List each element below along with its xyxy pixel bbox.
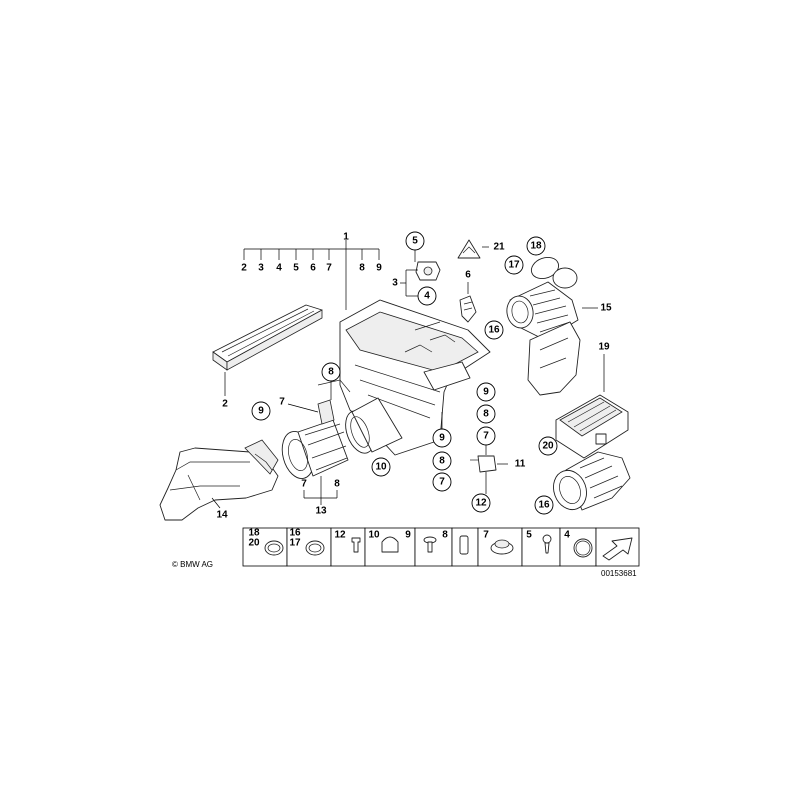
callout-16-upper-circle xyxy=(484,320,504,340)
callout-9-left: 9 xyxy=(258,406,264,417)
diagram-number: 00153681 xyxy=(601,569,637,578)
temperature-sensor xyxy=(415,261,441,281)
rubber-cap-icon xyxy=(381,536,399,553)
push-rivet-icon xyxy=(351,537,361,553)
callout-17: 17 xyxy=(508,260,520,271)
gasket-clip xyxy=(317,379,351,393)
callout-8-center: 8 xyxy=(483,409,489,420)
strip-label-20: 20 xyxy=(248,538,260,549)
callout-9-low: 9 xyxy=(439,433,445,444)
strip-label-16: 16 xyxy=(289,528,301,539)
sleeve-icon xyxy=(459,535,469,555)
callout-8-low: 8 xyxy=(439,456,445,467)
callout-8-mid: 8 xyxy=(334,479,340,490)
callout-7-mid: 7 xyxy=(301,479,307,490)
clip-part xyxy=(459,295,477,323)
part-3-bracket xyxy=(400,269,418,297)
callout-4-top: 4 xyxy=(276,263,282,274)
leader-14 xyxy=(211,497,221,509)
callout-18-circle xyxy=(526,236,546,256)
callout-17-circle xyxy=(504,255,524,275)
warning-label-icon xyxy=(457,239,481,259)
leader-7-left xyxy=(287,403,319,413)
callout-7-center: 7 xyxy=(483,431,489,442)
callout-14: 14 xyxy=(216,510,228,521)
tapping-screw-icon xyxy=(542,534,552,554)
callout-9-top: 9 xyxy=(376,263,382,274)
strip-label-7: 7 xyxy=(483,530,489,541)
strip-label-10: 10 xyxy=(368,530,380,541)
callout-9-center-circle xyxy=(476,382,496,402)
callout-2-top: 2 xyxy=(241,263,247,274)
strip-label-12: 12 xyxy=(334,530,346,541)
callout-6: 6 xyxy=(465,270,471,281)
callout-11: 11 xyxy=(515,459,526,470)
strip-label-5: 5 xyxy=(526,530,532,541)
clamp-icon xyxy=(305,540,325,556)
callout-20: 20 xyxy=(542,441,554,452)
callout-2: 2 xyxy=(222,399,228,410)
hose-clamp-icon xyxy=(264,540,284,556)
callout-20-circle xyxy=(538,436,558,456)
strip-label-17: 17 xyxy=(289,538,301,549)
callout-9-center: 9 xyxy=(483,387,489,398)
callout-19: 19 xyxy=(598,342,610,353)
callout-13: 13 xyxy=(315,506,327,517)
callout-8-top: 8 xyxy=(359,263,365,274)
callout-5-top: 5 xyxy=(293,263,299,274)
callout-7-left: 7 xyxy=(279,397,285,408)
screw-icon xyxy=(423,536,437,553)
callout-3: 3 xyxy=(392,278,398,289)
strip-label-4: 4 xyxy=(564,530,570,541)
callout-10: 10 xyxy=(375,462,387,473)
mass-airflow-sensor xyxy=(281,399,349,479)
resonator-assembly xyxy=(506,257,581,396)
callout-4-circle xyxy=(417,286,437,306)
callout-18: 18 xyxy=(530,241,542,252)
callout-10-circle xyxy=(371,457,391,477)
callout-8-low-circle xyxy=(432,451,452,471)
grommet-icon xyxy=(490,539,514,555)
callout-8-left: 8 xyxy=(328,367,334,378)
callout-7-low: 7 xyxy=(439,477,445,488)
callout-16-upper: 16 xyxy=(488,325,500,336)
intake-tube xyxy=(345,397,403,454)
callout-16-lower: 16 xyxy=(538,500,550,511)
copyright-text: © BMW AG xyxy=(172,560,213,569)
callout-4: 4 xyxy=(424,291,430,302)
strip-label-8: 8 xyxy=(442,530,448,541)
callout-6-top: 6 xyxy=(310,263,316,274)
callout-12: 12 xyxy=(475,498,487,509)
arrow-symbol-icon xyxy=(602,537,633,561)
callout-9-left-circle xyxy=(251,401,271,421)
strip-label-18: 18 xyxy=(248,528,260,539)
callout-21: 21 xyxy=(493,242,505,253)
callout-8-center-circle xyxy=(476,404,496,424)
silencer-box xyxy=(555,394,629,459)
strip-label-9: 9 xyxy=(405,530,411,541)
bellows-hose xyxy=(553,451,631,511)
callout-1: 1 xyxy=(343,232,349,243)
air-filter-element xyxy=(212,304,323,371)
callout-12-circle xyxy=(471,493,491,513)
callout-7-low-circle xyxy=(432,472,452,492)
bracket-part-11 xyxy=(470,455,497,473)
callout-5: 5 xyxy=(412,236,418,247)
callout-7-top: 7 xyxy=(326,263,332,274)
part-1-bracket xyxy=(243,240,380,310)
part-13-bracket xyxy=(303,476,338,505)
callout-15: 15 xyxy=(600,303,612,314)
o-ring-icon xyxy=(573,538,593,558)
intake-duct xyxy=(159,439,279,521)
callout-3-top: 3 xyxy=(258,263,264,274)
callout-16-lower-circle xyxy=(534,495,554,515)
